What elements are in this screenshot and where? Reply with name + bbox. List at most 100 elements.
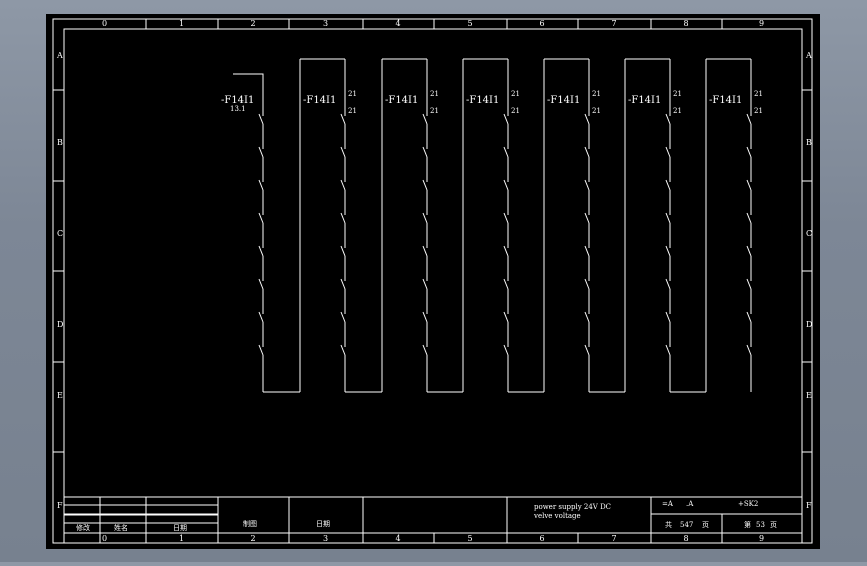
page-number: 53 [756, 521, 765, 529]
component-label: -F14I1 [709, 95, 742, 106]
component-label: -F14I1 [466, 95, 499, 106]
contact-blade [258, 278, 264, 290]
contact-blade [665, 146, 671, 158]
contact-blade [746, 311, 752, 323]
contact-blade [503, 179, 509, 191]
column-label-2: 2 [251, 19, 256, 28]
contact-blade [665, 344, 671, 356]
contact-blade [258, 344, 264, 356]
drawn-by-label: 制图 [243, 519, 257, 528]
page-prefix: 第 [744, 520, 751, 529]
contact-blade [665, 278, 671, 290]
column-label-4: 4 [396, 19, 401, 28]
row-label-B: B [57, 138, 63, 147]
column-label-1: 1 [179, 19, 184, 28]
reference-a: =A [662, 500, 674, 508]
contact-blade [258, 146, 264, 158]
terminal-label: 21 [430, 90, 439, 98]
header-label-date: 日期 [173, 524, 187, 532]
contact-blade [503, 278, 509, 290]
contact-blade [503, 146, 509, 158]
contact-blade [340, 179, 346, 191]
contact-blade [665, 113, 671, 125]
reference-b: .A [686, 500, 694, 508]
column-label-4: 4 [396, 534, 401, 543]
column-label-8: 8 [684, 19, 689, 28]
drawing-paper [46, 14, 820, 549]
contact-blade [584, 278, 590, 290]
contact-blade [746, 344, 752, 356]
terminal-label: 21 [754, 107, 763, 115]
row-label-A: A [805, 51, 812, 60]
column-label-6: 6 [540, 19, 545, 28]
total-pages-count: 547 [680, 521, 693, 529]
total-pages-suffix: 页 [702, 521, 709, 529]
contact-blade [422, 179, 428, 191]
contact-blade [422, 344, 428, 356]
row-label-D: D [57, 320, 63, 329]
component-label: -F14I1 [221, 95, 254, 106]
lead-in-wire [233, 73, 264, 116]
contact-blade [584, 311, 590, 323]
row-label-B: B [806, 138, 812, 147]
column-label-0: 0 [102, 534, 107, 543]
column-label-9: 9 [759, 19, 764, 28]
row-label-F: F [57, 501, 63, 510]
contact-blade [422, 245, 428, 257]
row-label-F: F [806, 501, 812, 510]
terminal-label: 21 [348, 107, 357, 115]
contact-blade [422, 146, 428, 158]
contact-blade [340, 311, 346, 323]
column-label-3: 3 [323, 534, 328, 543]
contact-blade [340, 146, 346, 158]
row-label-E: E [57, 391, 63, 400]
column-label-3: 3 [323, 19, 328, 28]
contact-blade [422, 311, 428, 323]
contact-blade [746, 179, 752, 191]
contact-blade [258, 311, 264, 323]
terminal-label: 21 [592, 90, 601, 98]
column-label-5: 5 [468, 19, 473, 28]
column-label-2: 2 [251, 534, 256, 543]
terminal-label: 21 [592, 107, 601, 115]
row-label-A: A [56, 51, 63, 60]
contact-blade [340, 344, 346, 356]
contact-blade [746, 113, 752, 125]
contact-blade [422, 212, 428, 224]
description-line-1: power supply 24V DC [534, 503, 611, 511]
component-label: -F14I1 [547, 95, 580, 106]
contact-blade [503, 113, 509, 125]
contact-chain [233, 58, 752, 393]
title-block-text: 修改 姓名 日期 制图 日期 power supply 24V DC velve… [76, 500, 777, 532]
contact-blade [665, 179, 671, 191]
column-label-7: 7 [612, 534, 617, 543]
page-suffix: 页 [770, 521, 777, 529]
column-label-0: 0 [102, 19, 107, 28]
row-label-E: E [806, 391, 812, 400]
cross-reference: 13.1 [230, 105, 246, 113]
contact-blade [665, 245, 671, 257]
column-label-5: 5 [468, 534, 473, 543]
reference-c: +SK2 [738, 500, 758, 508]
contact-blade [258, 212, 264, 224]
header-label-name: 姓名 [114, 523, 128, 532]
contact-blade [746, 146, 752, 158]
contact-blade [258, 179, 264, 191]
total-pages-prefix: 共 [665, 520, 672, 529]
contact-blade [422, 278, 428, 290]
contact-blade [340, 245, 346, 257]
row-label-C: C [806, 229, 812, 238]
contact-blade [584, 245, 590, 257]
terminal-label: 21 [673, 107, 682, 115]
terminal-label: 21 [430, 107, 439, 115]
contact-blade [746, 245, 752, 257]
contact-blade [503, 212, 509, 224]
column-label-6: 6 [540, 534, 545, 543]
contact-blade [422, 113, 428, 125]
contact-blade [503, 344, 509, 356]
row-label-D: D [806, 320, 812, 329]
contact-labels: -F14I113.1-F14I12121-F14I12121-F14I12121… [221, 90, 763, 115]
